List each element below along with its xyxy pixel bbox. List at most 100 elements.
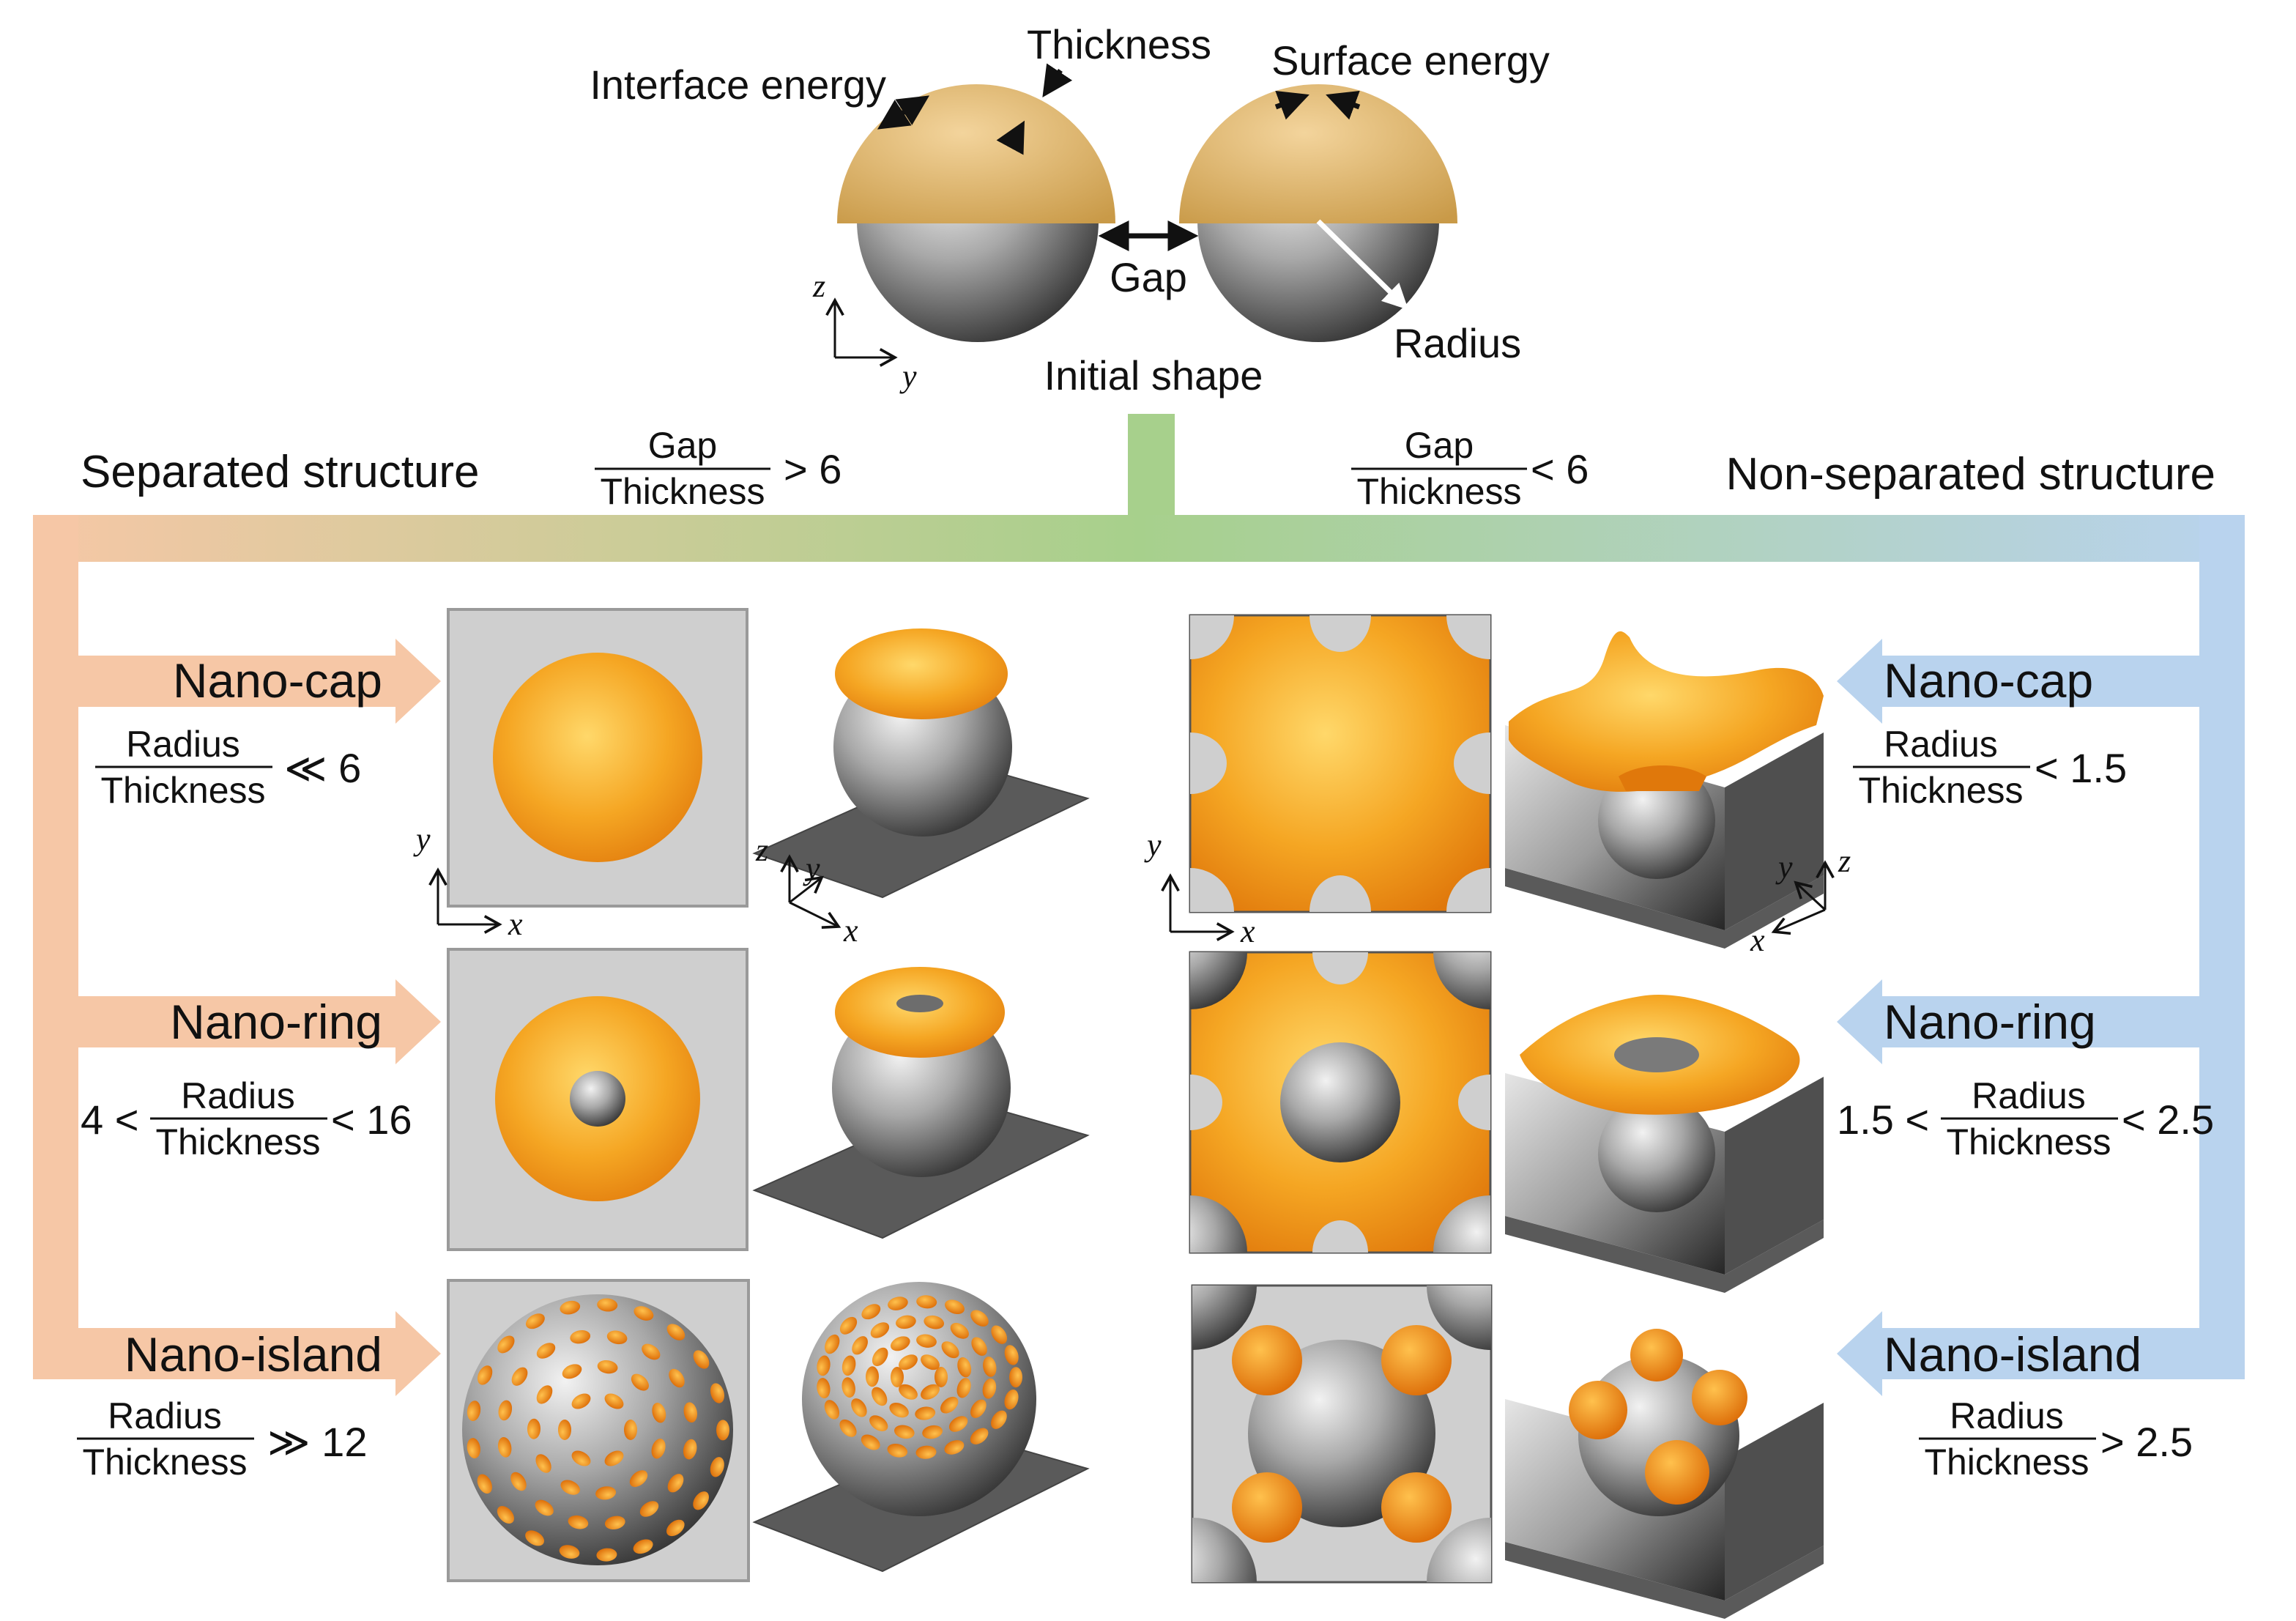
- sep-ring-post: < 16: [331, 1097, 412, 1143]
- sep-nano-ring-label: Nano-ring: [170, 995, 382, 1049]
- island-dot: [710, 1457, 724, 1477]
- nonsep-island-num: Radius: [1950, 1395, 2064, 1436]
- island-dot: [865, 1366, 880, 1387]
- island-dot: [525, 1530, 545, 1546]
- nonsep-axis-top-y: y: [1144, 827, 1162, 863]
- island-dot: [467, 1438, 480, 1459]
- surface-energy-arrow-right: [1326, 90, 1361, 120]
- island-dot: [957, 1357, 972, 1378]
- sep-nano-ring-condition: 4 < Radius Thickness < 16: [81, 1075, 412, 1162]
- island-dot: [983, 1357, 997, 1377]
- island-dot: [570, 1329, 591, 1344]
- island-dot: [970, 1399, 987, 1418]
- island-dot: [536, 1385, 553, 1404]
- nonsep-nano-cap-condition: Radius Thickness < 1.5: [1853, 724, 2127, 811]
- radius-arrow: [1316, 219, 1408, 310]
- nonsep-cap-3d: [1505, 631, 1824, 949]
- sep-axes-iso: z y x: [755, 832, 858, 949]
- island-dot: [890, 1336, 910, 1351]
- island-dot: [604, 1516, 625, 1530]
- island-dot: [497, 1436, 512, 1458]
- nonsep-island-topview: [1191, 1284, 1493, 1584]
- sep-ring-den: Thickness: [155, 1121, 320, 1162]
- initial-axes: z y: [812, 268, 917, 394]
- sep-island-den: Thickness: [82, 1442, 247, 1483]
- sep-island-topview: [447, 1279, 750, 1582]
- island-dot: [667, 1474, 684, 1493]
- island-dot: [851, 1398, 867, 1417]
- island-dot: [916, 1295, 937, 1309]
- island-dot: [940, 1396, 959, 1414]
- island-dot: [535, 1499, 554, 1516]
- island-dot: [888, 1297, 908, 1310]
- nonsep-axis-top-x: x: [1240, 913, 1255, 949]
- island-dot: [916, 1334, 937, 1348]
- nonsep-axis-iso-y: y: [1775, 849, 1793, 885]
- thickness-arrow-inner: [996, 120, 1025, 155]
- sep-cap-den: Thickness: [100, 770, 265, 811]
- island-dot: [597, 1360, 618, 1374]
- island-dot: [971, 1337, 987, 1356]
- nonsep-cap-post: < 1.5: [2035, 745, 2127, 791]
- island-dot: [889, 1402, 909, 1418]
- island-dot: [950, 1323, 969, 1339]
- nonsep-cap-topview: [1189, 614, 1492, 913]
- right-sphere: [1179, 84, 1457, 342]
- island-dot: [571, 1393, 591, 1409]
- right-shell: [1179, 84, 1457, 223]
- island-dot: [869, 1415, 888, 1431]
- island-dot: [1004, 1389, 1019, 1410]
- island-dot: [852, 1336, 868, 1355]
- nonseparated-row-labels: Nano-cap Radius Thickness < 1.5 Nano-rin…: [1837, 653, 2214, 1483]
- sep-cap-topview: [447, 608, 748, 908]
- nonsep-ring-pre: 1.5 <: [1837, 1097, 1929, 1143]
- island-dot: [710, 1383, 725, 1403]
- sep-nano-island-condition: Radius Thickness ≫ 12: [77, 1395, 367, 1483]
- sep-nano-island-label: Nano-island: [125, 1327, 382, 1381]
- nonseparated-title: Non-separated structure: [1725, 449, 2215, 500]
- island-dot: [527, 1418, 541, 1439]
- island-dot: [896, 1315, 916, 1329]
- nonsep-island-3d: [1505, 1329, 1824, 1619]
- island-dot: [921, 1354, 940, 1370]
- horizontal-branch: [33, 515, 2245, 562]
- right-arrow-nano-ring: [1837, 979, 2199, 1064]
- island-dot: [870, 1322, 890, 1338]
- sep-cap-post: ≪ 6: [284, 745, 361, 791]
- sep-axis-iso-z: z: [755, 832, 768, 868]
- island-dot: [562, 1364, 582, 1379]
- nonsep-axis-iso-z: z: [1838, 843, 1851, 879]
- island-dot: [683, 1439, 697, 1460]
- island-dot: [817, 1378, 831, 1399]
- left-branch-vertical: [33, 515, 78, 1379]
- separated-condition: Gap Thickness > 6: [595, 425, 842, 512]
- interface-energy-arrow: [877, 95, 930, 130]
- island-dot: [944, 1440, 965, 1455]
- nonsep-cap-den: Thickness: [1858, 770, 2023, 811]
- nonsep-island-post: > 2.5: [2100, 1419, 2193, 1465]
- separated-row-labels: Nano-cap Radius Thickness ≪ 6 Nano-ring …: [77, 653, 412, 1483]
- nonseparated-condition-den: Thickness: [1356, 471, 1521, 512]
- sep-ring-num: Radius: [181, 1075, 295, 1116]
- island-dot: [597, 1298, 618, 1312]
- sep-cap-num: Radius: [126, 724, 240, 765]
- sep-island-num: Radius: [108, 1395, 222, 1436]
- interface-energy-label: Interface energy: [590, 62, 886, 108]
- sep-ring-pre: 4 <: [81, 1097, 138, 1143]
- nonsep-axes-iso: z y x: [1750, 843, 1851, 958]
- nonsep-nano-ring-condition: 1.5 < Radius Thickness < 2.5: [1837, 1075, 2214, 1162]
- nonseparated-condition-rel: < 6: [1531, 446, 1589, 492]
- island-dot: [941, 1341, 959, 1359]
- island-dot: [899, 1384, 918, 1400]
- island-dot: [693, 1491, 709, 1510]
- nonsep-cap-num: Radius: [1884, 724, 1998, 765]
- island-dot: [604, 1450, 624, 1466]
- island-dot: [560, 1480, 580, 1495]
- nonsep-nano-cap-label: Nano-cap: [1884, 653, 2093, 708]
- sep-axis-top-y: y: [413, 821, 431, 857]
- gap-label: Gap: [1110, 254, 1187, 300]
- nonsep-ring-3d: [1505, 995, 1824, 1293]
- nonsep-ring-den: Thickness: [1946, 1121, 2111, 1162]
- island-dot: [629, 1470, 648, 1487]
